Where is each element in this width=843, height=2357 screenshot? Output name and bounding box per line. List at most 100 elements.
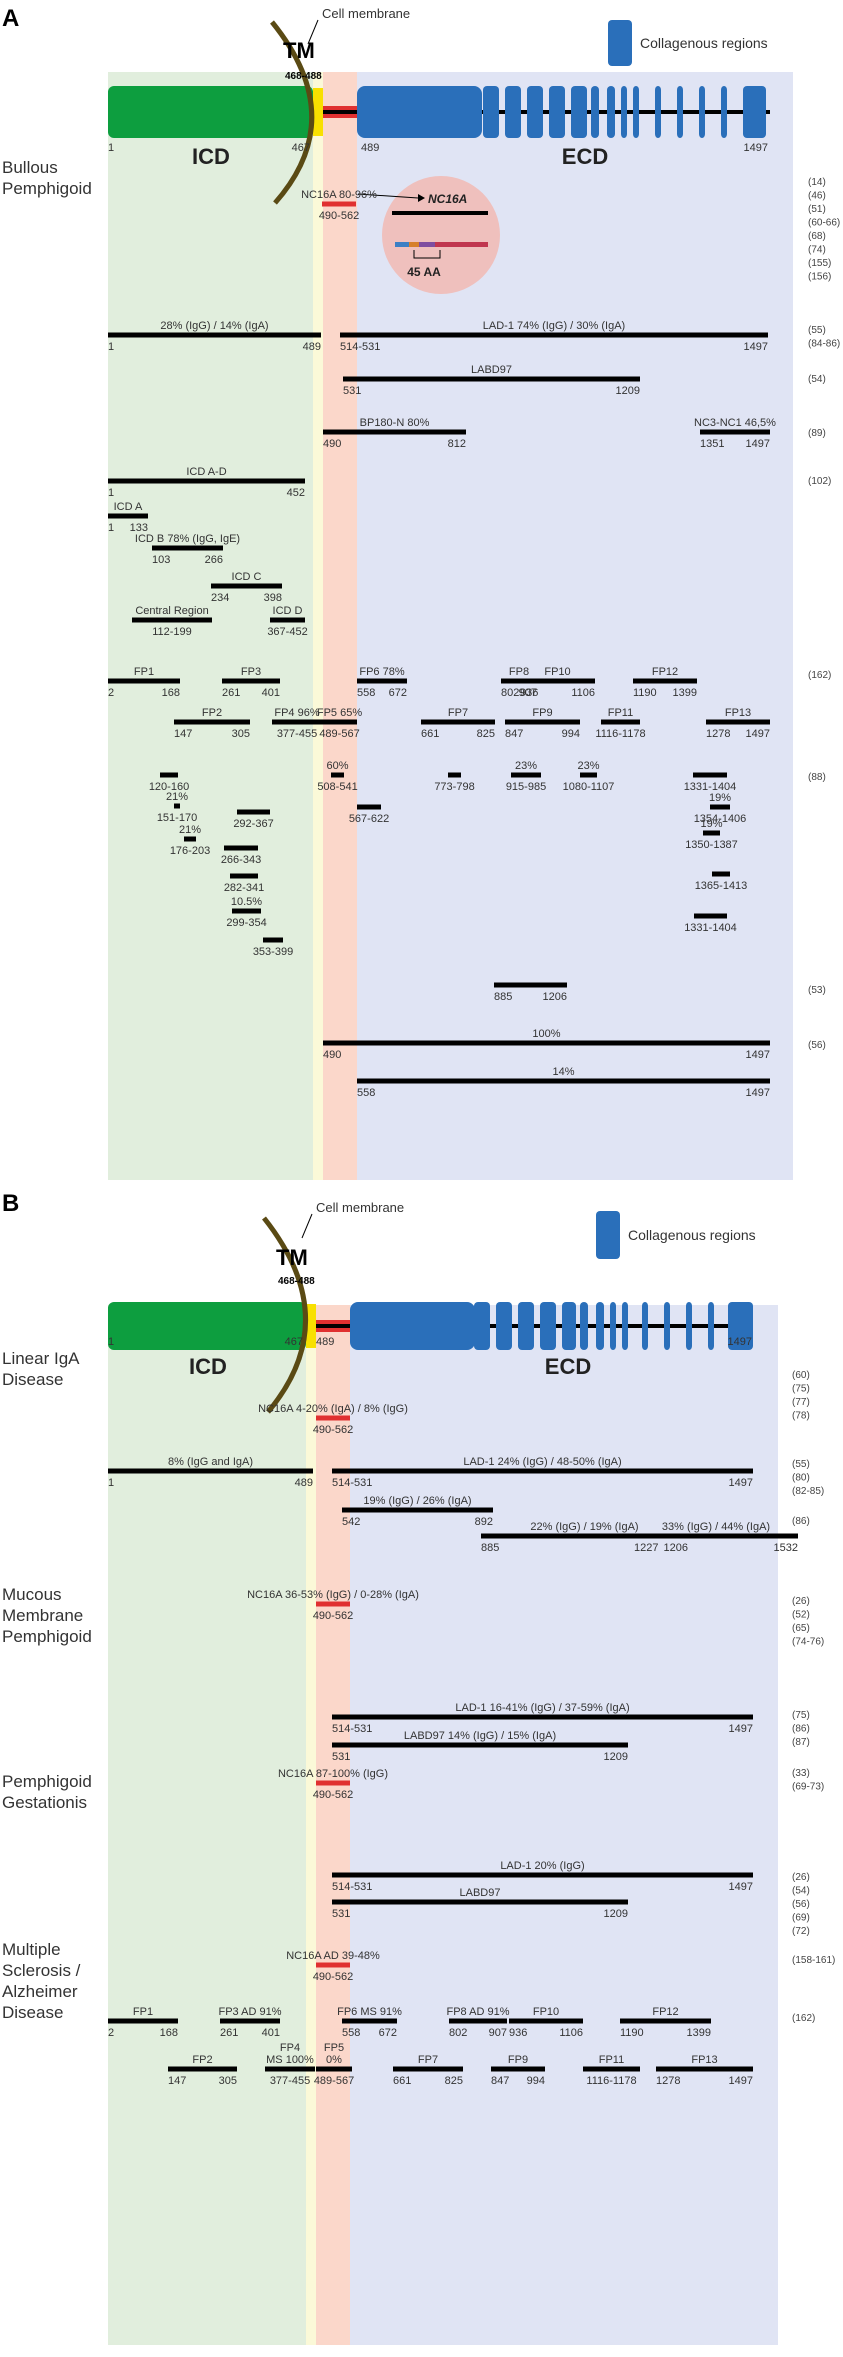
segment-label: ICD C: [232, 571, 262, 583]
membrane-pointer: [301, 1213, 313, 1239]
reference-citation: (155): [808, 258, 831, 269]
segment-label: 60%: [326, 760, 348, 772]
disease-label: Pemphigoid: [2, 179, 92, 198]
segment-start: 1190: [633, 687, 657, 699]
segment-label: ICD D: [273, 605, 303, 617]
segment-label: 21%: [179, 824, 201, 836]
epitope-segment: [505, 719, 580, 725]
segment-start: 490-562: [313, 1610, 353, 1622]
segment-label: FP4 96%: [274, 707, 319, 719]
segment-start: 261: [220, 2027, 238, 2039]
epitope-segment: [342, 1507, 493, 1513]
segment-range: 282-341: [224, 882, 264, 894]
collagenous-region: [505, 86, 521, 138]
epitope-segment: [174, 803, 180, 809]
epitope-segment: [491, 2066, 545, 2072]
segment-label: FP1: [133, 2006, 153, 2018]
segment-end: 672: [379, 2027, 397, 2039]
reference-citation: (77): [792, 1397, 810, 1408]
epitope-segment: [583, 2066, 640, 2072]
epitope-segment: [220, 2018, 280, 2024]
reference-citation: (51): [808, 204, 826, 215]
reference-citation: (56): [808, 1040, 826, 1051]
disease-label: Gestationis: [2, 1793, 87, 1812]
reference-citation: (89): [808, 428, 826, 439]
segment-end: 1497: [729, 1881, 753, 1893]
residue-number: 467: [292, 142, 310, 154]
segment-range: 377-455: [277, 728, 317, 740]
segment-end: 398: [264, 592, 282, 604]
epitope-segment: [340, 332, 768, 338]
segment-range: 367-452: [267, 626, 307, 638]
collagenous-region: [610, 1302, 616, 1350]
epitope-segment: [343, 376, 640, 382]
segment-label: 28% (IgG) / 14% (IgA): [160, 320, 268, 332]
reference-citation: (55): [808, 325, 826, 336]
segment-range: 1331-1404: [684, 781, 737, 793]
ecd-label: ECD: [545, 1354, 591, 1379]
segment-label: LAD-1 16-41% (IgG) / 37-59% (IgA): [455, 1702, 629, 1714]
reference-citation: (84-86): [808, 339, 840, 350]
collagenous-region: [655, 86, 661, 138]
epitope-segment: [272, 719, 322, 725]
segment-end: 305: [232, 728, 250, 740]
epitope-segment: [322, 719, 357, 725]
epitope-segment: [211, 583, 282, 589]
reference-citation: (69-73): [792, 1782, 824, 1793]
reference-citation: (156): [808, 272, 831, 283]
segment-range: 176-203: [170, 845, 210, 857]
epitope-segment: [270, 617, 305, 623]
ecd-domain: [350, 1302, 475, 1350]
segment-end: 266: [205, 554, 223, 566]
reference-citation: (78): [792, 1411, 810, 1422]
segment-start: 1: [108, 341, 114, 353]
linker-line: [323, 110, 357, 114]
segment-label: FP6 MS 91%: [337, 2006, 402, 2018]
collagenous-region: [527, 86, 543, 138]
segment-end: 892: [475, 1516, 493, 1528]
collagenous-region: [474, 1302, 490, 1350]
segment-label: FP10: [544, 666, 570, 678]
segment-start: 661: [393, 2075, 411, 2087]
residue-number: 489: [316, 1336, 334, 1348]
segment-start: 542: [342, 1516, 360, 1528]
segment-label: NC16A 87-100% (IgG): [278, 1768, 388, 1780]
panel-letter: A: [2, 5, 19, 32]
tm-region-band: [306, 1305, 316, 2345]
ecd-label: ECD: [562, 144, 608, 169]
zoom-bracket: [413, 250, 441, 259]
segment-label: ICD A: [114, 501, 143, 513]
epitope-segment: [501, 678, 537, 684]
segment-label: 19%: [709, 792, 731, 804]
segment-end: 1497: [746, 438, 770, 450]
reference-citation: (162): [808, 670, 831, 681]
segment-start: 261: [222, 687, 240, 699]
disease-label: Mucous: [2, 1585, 62, 1604]
segment-start: 514-531: [332, 1881, 372, 1893]
reference-citation: (33): [792, 1768, 810, 1779]
reference-citation: (52): [792, 1610, 810, 1621]
segment-end: 1497: [746, 1087, 770, 1099]
segment-label: 100%: [532, 1028, 560, 1040]
icd-domain: [108, 1302, 306, 1350]
segment-start: 1: [108, 487, 114, 499]
segment-end: 401: [262, 687, 280, 699]
zoom-arrow-head: [418, 194, 425, 202]
segment-label: FP10: [533, 2006, 559, 2018]
reference-citation: (158-161): [792, 1955, 835, 1966]
segment-range: 1116-1178: [586, 2075, 636, 2087]
zoom-nc16a-bar: [392, 211, 488, 215]
segment-label: FP3: [241, 666, 261, 678]
segment-label-line: MS 100%: [266, 2054, 314, 2066]
residue-number: 1: [108, 142, 114, 154]
disease-label: Sclerosis /: [2, 1961, 81, 1980]
segment-end: 1106: [571, 687, 595, 699]
segment-end: 1497: [729, 1477, 753, 1489]
disease-label: Pemphigoid: [2, 1772, 92, 1791]
collagenous-region: [708, 1302, 714, 1350]
epitope-segment: [316, 2066, 352, 2072]
epitope-segment: [633, 678, 697, 684]
segment-label: LABD97: [471, 364, 512, 376]
legend-swatch: [608, 20, 632, 66]
